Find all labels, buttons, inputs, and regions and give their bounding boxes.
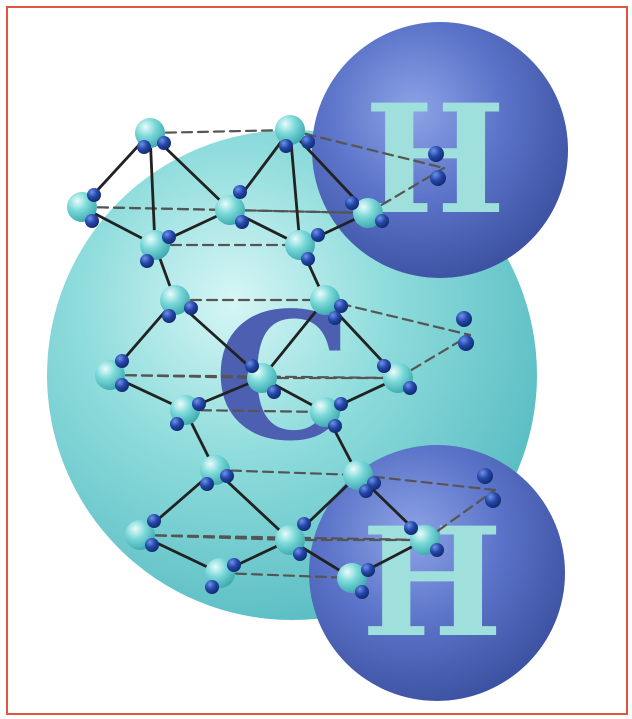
- hydrogen-atom: [359, 484, 373, 498]
- hydrogen-bond: [323, 298, 472, 337]
- lattice-atoms: [67, 115, 501, 599]
- hydrogen-bond: [148, 128, 292, 135]
- hydrogen-atom: [477, 468, 493, 484]
- hydrogen-atom: [157, 136, 171, 150]
- oxygen-atom: [275, 115, 305, 145]
- hydrogen-atom: [404, 521, 418, 535]
- hydrogen-atom: [301, 252, 315, 266]
- hydrogen-bond: [213, 468, 360, 477]
- hydrogen-atom: [377, 359, 391, 373]
- hydrogen-atom: [162, 309, 176, 323]
- hydrogen-atom: [87, 188, 101, 202]
- oxygen-atom: [160, 285, 190, 315]
- hydrogen-atom: [233, 185, 247, 199]
- hydrogen-bond: [356, 473, 497, 492]
- hydrogen-atom: [375, 214, 389, 228]
- hydrogen-atom: [267, 385, 281, 399]
- covalent-bond: [148, 131, 157, 247]
- hydrogen-atom: [279, 139, 293, 153]
- hydrogen-bond: [183, 408, 327, 414]
- hydrogen-atom: [334, 299, 348, 313]
- hydrogen-bond: [138, 533, 292, 542]
- hydrogen-bond: [80, 205, 232, 212]
- hydrogen-atom: [85, 214, 99, 228]
- hydrogen-atom: [428, 146, 444, 162]
- hydrogen-atom: [403, 381, 417, 395]
- hydrogen-atom: [200, 477, 214, 491]
- hydrogen-atom: [227, 558, 241, 572]
- hydrogen-bond: [228, 208, 370, 215]
- hydrogen-atom: [311, 228, 325, 242]
- oxygen-atom: [343, 460, 373, 490]
- hydrogen-atom: [245, 359, 259, 373]
- hydrogen-bonds: [80, 128, 497, 580]
- hydrogen-atom: [147, 514, 161, 528]
- hydrogen-atom: [328, 419, 342, 433]
- hydrogen-atom: [115, 354, 129, 368]
- oxygen-atom: [310, 285, 340, 315]
- hydrogen-atom: [361, 563, 375, 577]
- hydrogen-bond: [108, 373, 264, 380]
- hydrogen-atom: [328, 311, 342, 325]
- hydrogen-bond: [423, 488, 497, 542]
- hydrogen-atom: [458, 335, 474, 351]
- hydrogen-bond: [288, 128, 446, 170]
- hydrogen-atom: [140, 254, 154, 268]
- hydrogen-bond: [218, 571, 354, 580]
- hydrogen-atom: [293, 547, 307, 561]
- hydrogen-atom: [485, 492, 501, 508]
- hydrogen-atom: [184, 301, 198, 315]
- hydrogen-atom: [145, 538, 159, 552]
- hydrogen-atom: [301, 135, 315, 149]
- bottom-hydrogen-letter: H: [361, 495, 503, 671]
- hydrogen-atom: [170, 417, 184, 431]
- hydrogen-atom: [345, 196, 359, 210]
- hydrogen-atom: [334, 397, 348, 411]
- hydrogen-atom: [137, 140, 151, 154]
- hydrogen-bond: [396, 333, 472, 380]
- hydrogen-atom: [430, 170, 446, 186]
- hydrogen-atom: [220, 469, 234, 483]
- covalent-bond: [260, 298, 327, 380]
- hydrogen-atom: [192, 397, 206, 411]
- hydrogen-atom: [235, 215, 249, 229]
- hydrogen-atom: [205, 580, 219, 594]
- bottom-hydrogen-sphere: [309, 445, 565, 701]
- hydrogen-atom: [355, 585, 369, 599]
- hydrogen-atom: [162, 230, 176, 244]
- hydrogen-atom: [456, 311, 472, 327]
- hydrogen-atom: [297, 517, 311, 531]
- hydrogen-atom: [430, 543, 444, 557]
- hydrogen-atom: [115, 378, 129, 392]
